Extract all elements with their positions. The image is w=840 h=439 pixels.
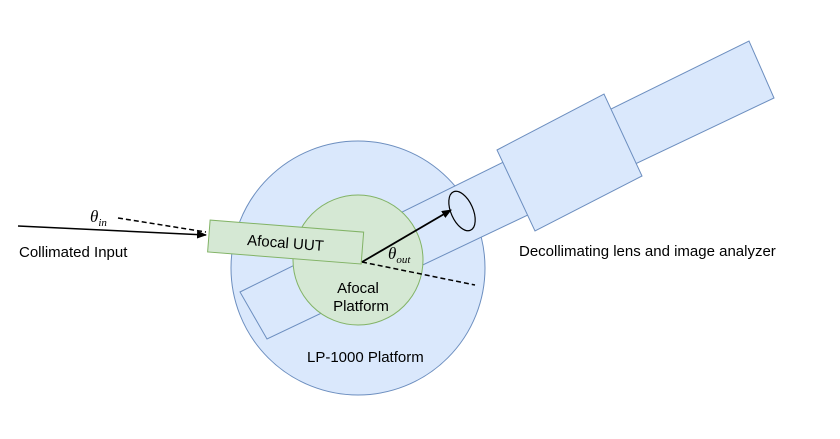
- output-beam-arrow: [361, 209, 452, 263]
- theta-in-label: θin: [90, 207, 107, 229]
- theta-in-subscript: in: [98, 217, 107, 229]
- theta-out-subscript: out: [396, 254, 411, 266]
- afocal-uut-body: [207, 219, 365, 265]
- lp-1000-platform-label: LP-1000 Platform: [307, 349, 424, 366]
- image-analyzer-box: [496, 93, 643, 232]
- collimated-input-label: Collimated Input: [19, 244, 128, 261]
- afocal-platform-label-line2: Platform: [333, 298, 389, 315]
- afocal-platform-label-line1: Afocal: [337, 280, 379, 297]
- decollimating-analyzer-label: Decollimating lens and image analyzer: [519, 243, 776, 260]
- decollimating-lens: [448, 190, 476, 232]
- afocal-uut: Afocal UUT: [207, 219, 365, 265]
- theta-out-symbol: θ: [388, 244, 396, 263]
- afocal-uut-label: Afocal UUT: [247, 232, 325, 255]
- theta-in-reference-line: [117, 217, 207, 233]
- theta-in-symbol: θ: [90, 207, 98, 226]
- theta-out-label: θout: [388, 244, 411, 266]
- theta-out-reference-line: [361, 261, 476, 286]
- collimated-input-arrow: [17, 225, 207, 239]
